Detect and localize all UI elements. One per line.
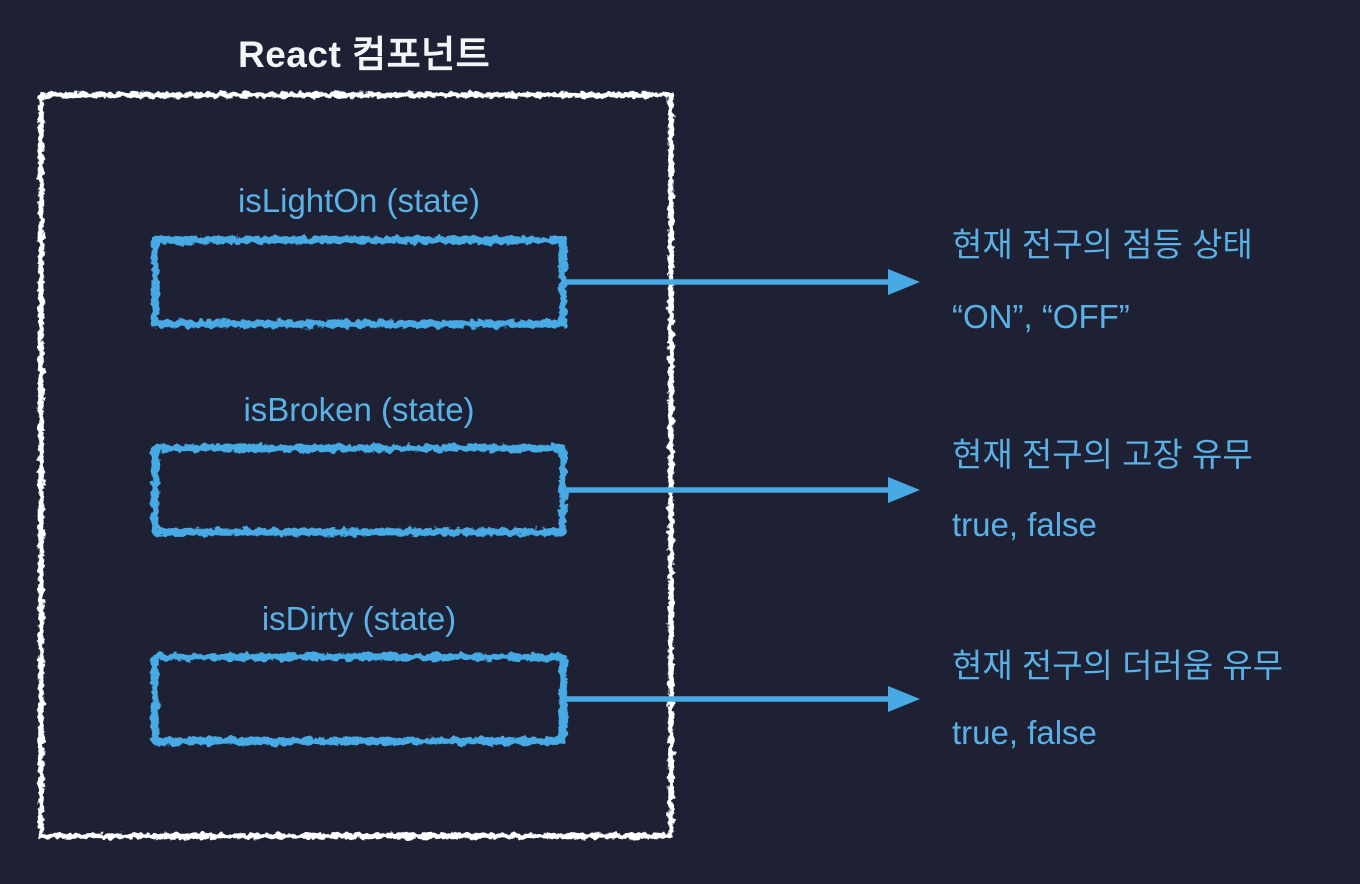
state-label-isbroken: isBroken (state) <box>243 391 475 428</box>
state-description-islighton: 현재 전구의 점등 상태 <box>952 226 1253 263</box>
state-description-isbroken: 현재 전구의 고장 유무 <box>952 436 1253 473</box>
state-box-isdirty <box>151 653 567 745</box>
arrow-islighton <box>566 269 920 295</box>
state-description-isdirty: 현재 전구의 더러움 유무 <box>952 647 1284 684</box>
arrow-isbroken <box>566 477 920 503</box>
state-values-isdirty: true, false <box>952 714 1097 751</box>
arrow-isdirty <box>566 686 920 712</box>
state-box-islighton <box>151 236 567 328</box>
diagram-title: React 컴포넌트 <box>238 34 491 75</box>
state-box-isbroken <box>151 444 567 536</box>
state-values-isbroken: true, false <box>952 506 1097 543</box>
state-label-isdirty: isDirty (state) <box>261 600 457 637</box>
state-label-islighton: isLightOn (state) <box>237 182 481 219</box>
state-values-islighton: “ON”, “OFF” <box>952 298 1130 335</box>
